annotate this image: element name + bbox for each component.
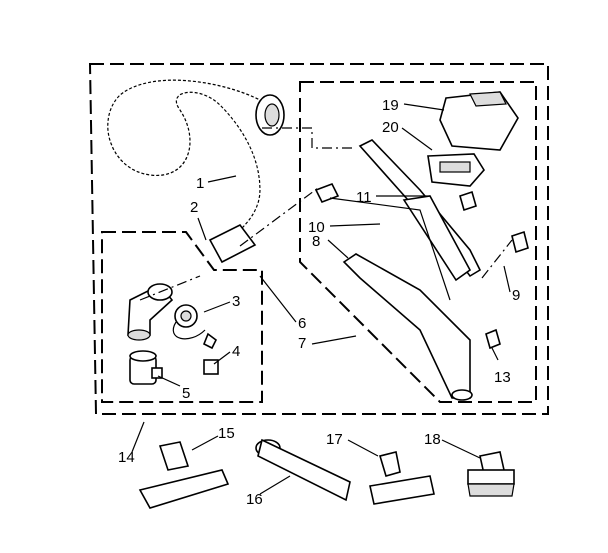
callout-11: 11 bbox=[356, 189, 372, 206]
crevice-tool bbox=[255, 438, 351, 502]
callout-1: 1 bbox=[196, 175, 204, 192]
leader-lines bbox=[131, 103, 511, 495]
swivel-ring bbox=[172, 304, 206, 340]
callout-7: 7 bbox=[298, 335, 306, 352]
callout-13: 13 bbox=[494, 369, 511, 386]
callout-20: 20 bbox=[382, 119, 399, 136]
wand-tube bbox=[342, 253, 473, 401]
dusting-brush bbox=[467, 451, 515, 497]
callout-4: 4 bbox=[232, 343, 240, 360]
kit-boundary bbox=[88, 63, 549, 415]
hose-swivel-cuff bbox=[208, 223, 257, 264]
handle-grip bbox=[439, 91, 519, 151]
callout-5: 5 bbox=[182, 385, 190, 402]
swivel-coupler bbox=[129, 350, 163, 385]
floor-brush bbox=[138, 441, 230, 509]
callout-15: 15 bbox=[218, 425, 235, 442]
hose bbox=[104, 77, 285, 264]
clip-9 bbox=[511, 230, 529, 254]
callout-2: 2 bbox=[190, 199, 198, 216]
swivel-assembly-boundary bbox=[101, 231, 263, 403]
clip-13 bbox=[485, 328, 501, 350]
latch bbox=[202, 332, 218, 350]
wand-assembly-boundary bbox=[299, 81, 537, 403]
callout-19: 19 bbox=[382, 97, 399, 114]
callout-17: 17 bbox=[326, 431, 343, 448]
callout-14: 14 bbox=[118, 449, 135, 466]
cord-clip-set bbox=[314, 182, 477, 301]
callout-18: 18 bbox=[424, 431, 441, 448]
callout-10: 10 bbox=[308, 219, 325, 236]
swivel-elbow bbox=[127, 283, 174, 341]
callout-3: 3 bbox=[232, 293, 240, 310]
callout-16: 16 bbox=[246, 491, 263, 508]
callout-9: 9 bbox=[512, 287, 520, 304]
callout-8: 8 bbox=[312, 233, 320, 250]
switch-cover bbox=[427, 153, 485, 187]
callout-6: 6 bbox=[298, 315, 306, 332]
wand-handle bbox=[358, 139, 482, 282]
upholstery-tool bbox=[369, 451, 435, 505]
